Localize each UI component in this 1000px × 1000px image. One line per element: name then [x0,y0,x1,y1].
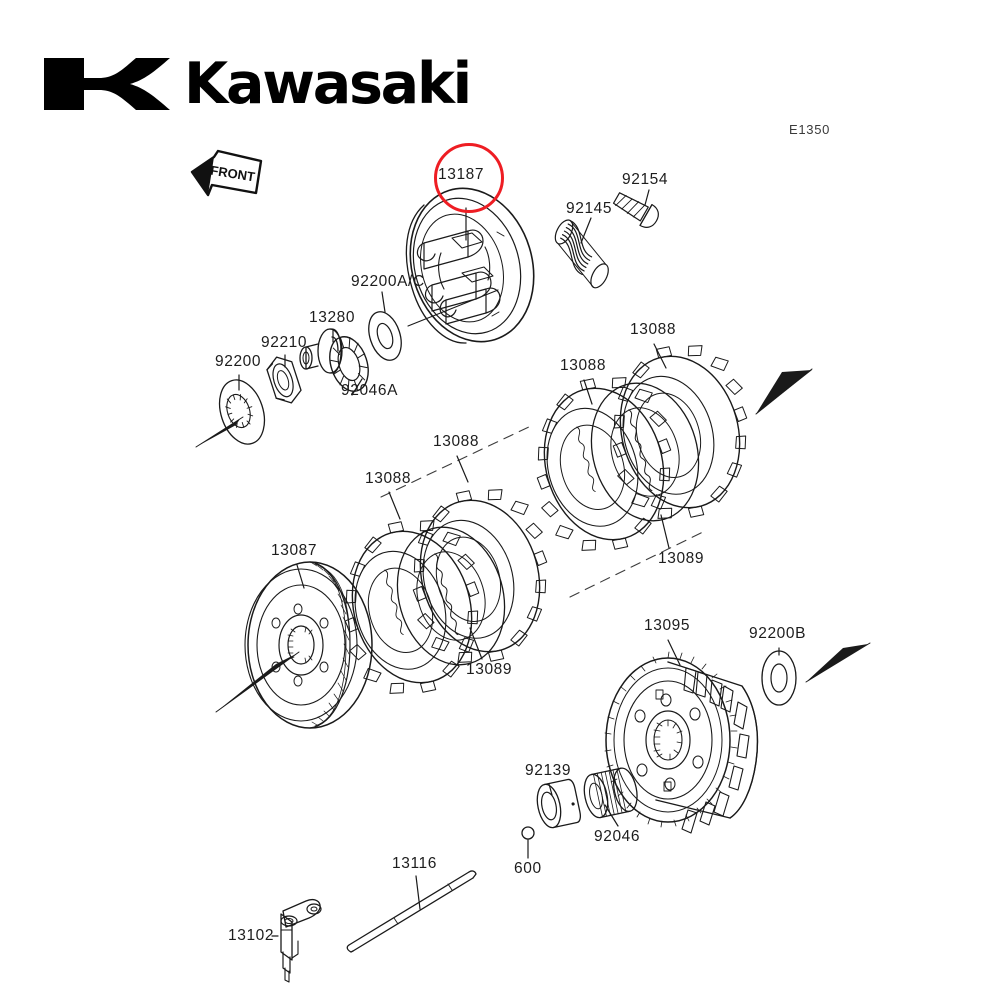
part-label-13280[interactable]: 13280 [309,309,356,326]
part-label-92154[interactable]: 92154 [622,171,669,188]
part-label-13087[interactable]: 13087 [271,542,318,559]
part-label-13088-d[interactable]: 13088 [630,321,677,338]
front-orientation-icon: FRONT [190,149,263,197]
part-label-600[interactable]: 600 [514,860,542,877]
svg-text:FRONT: FRONT [209,163,256,185]
diagram-code: E1350 [789,122,831,137]
part-label-92145[interactable]: 92145 [566,200,613,217]
part-label-13102[interactable]: 13102 [228,927,275,944]
part-label-13089-b[interactable]: 13089 [658,550,705,567]
part-label-13088-a[interactable]: 13088 [365,470,412,487]
part-label-92139[interactable]: 92139 [525,762,572,779]
part-label-92200[interactable]: 92200 [215,353,262,370]
part-label-92200b[interactable]: 92200B [749,625,807,642]
part-label-13088-c[interactable]: 13088 [560,357,607,374]
part-label-13187[interactable]: 13187 [438,166,485,183]
part-label-13089-a[interactable]: 13089 [466,661,513,678]
part-label-92046[interactable]: 92046 [594,828,641,845]
part-label-92210[interactable]: 92210 [261,334,308,351]
part-label-92046a[interactable]: 92046A [341,382,399,399]
kawasaki-river-mark-icon [44,58,170,110]
part-label-92200ac[interactable]: 92200A/C [351,273,425,290]
part-label-13088-b[interactable]: 13088 [433,433,480,450]
part-label-13116[interactable]: 13116 [392,855,437,872]
brand-name: Kawasaki [184,51,472,117]
kawasaki-brand: Kawasaki [44,51,472,117]
part-label-13095[interactable]: 13095 [644,617,691,634]
highlight-ring-13187[interactable] [434,143,504,213]
